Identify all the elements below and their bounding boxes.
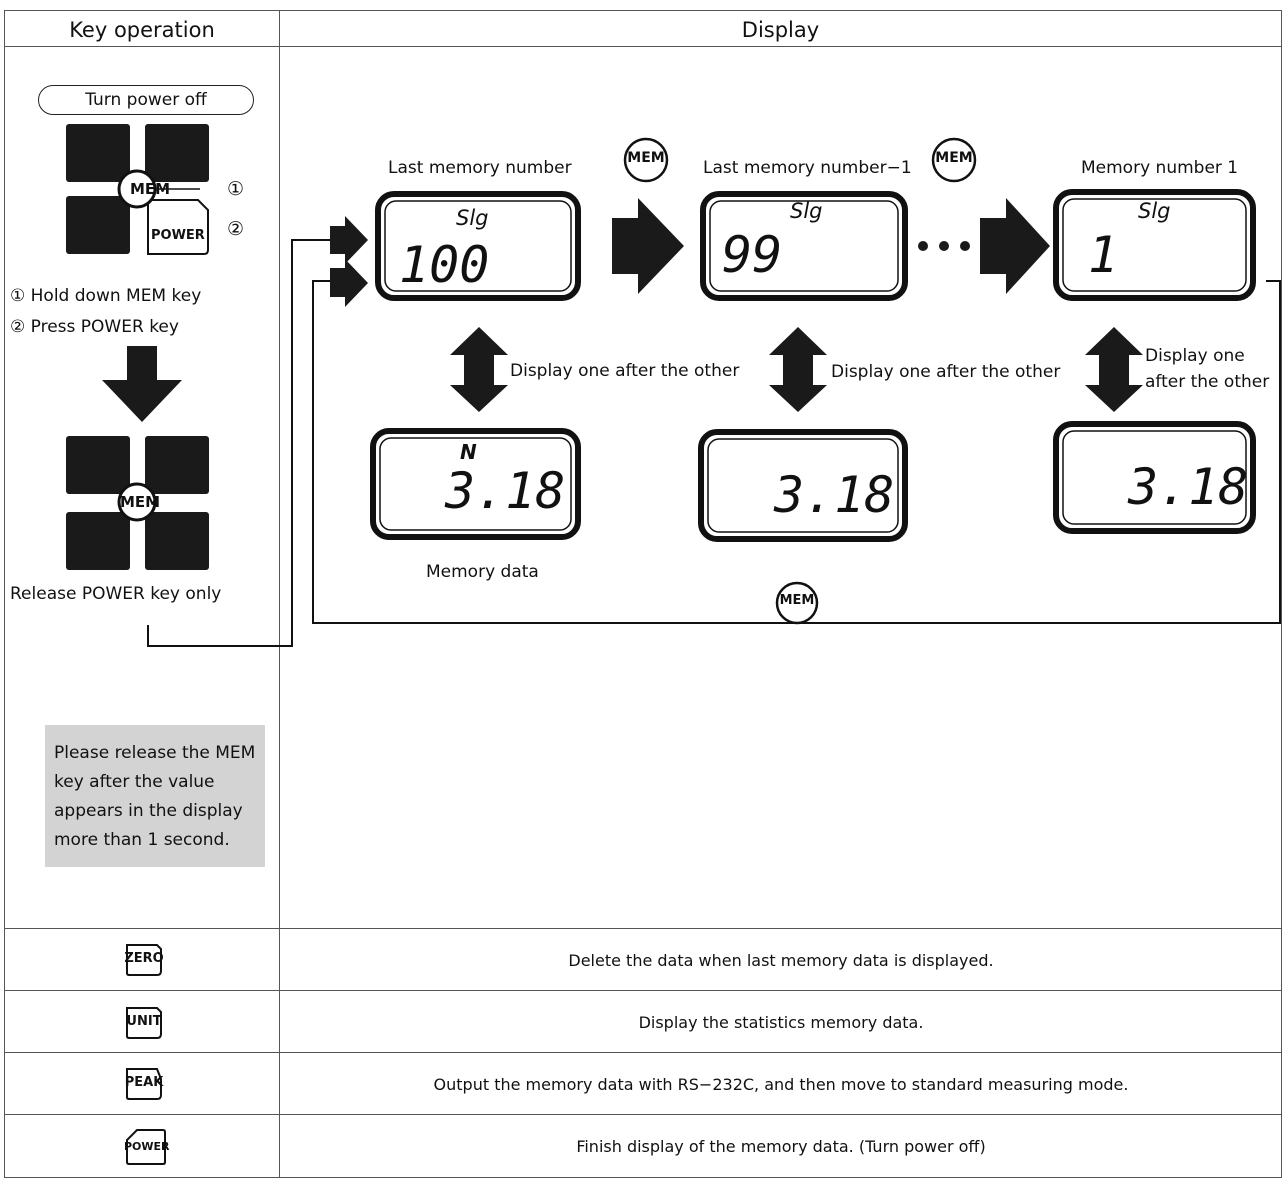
lcd-unit-3: Slg: [1138, 199, 1171, 223]
row-divider-2: [4, 990, 1282, 991]
alternate-label-3-line2: after the other: [1145, 372, 1270, 392]
lcd-unit-1: Slg: [456, 206, 489, 230]
lcd-value-last: 100: [399, 236, 490, 294]
keypad-mem-power: [66, 124, 209, 255]
unit-key-icon[interactable]: [124, 1005, 164, 1041]
alternate-label-3-line1: Display one: [1145, 346, 1245, 366]
mem-key-label: MEM: [130, 180, 171, 198]
step-2-text: ② Press POWER key: [10, 317, 179, 337]
key-top-right: [145, 124, 209, 182]
mem-icon-3: MEM: [779, 593, 815, 608]
lcd-value-last-minus-1: 99: [722, 226, 783, 284]
power-key-icon[interactable]: [124, 1127, 168, 1167]
note-box: Please release the MEM key after the val…: [45, 725, 265, 867]
table-top-border: [4, 10, 1282, 11]
power-key-description: Finish display of the memory data. (Turn…: [576, 1137, 986, 1156]
peak-key-label: PEAK: [124, 1075, 164, 1090]
memory-data-label: Memory data: [426, 562, 539, 582]
header-key-operation: Key operation: [69, 18, 215, 42]
alternate-label-2: Display one after the other: [831, 362, 1061, 382]
label-memory-number-1: Memory number 1: [1081, 158, 1239, 178]
lcd-memory-value-1: 3.18: [445, 462, 566, 520]
mem-icon-1: MEM: [627, 150, 665, 166]
lcd-memory-value-3: 3.18: [1128, 458, 1249, 516]
power-key: [147, 199, 209, 255]
table-right-border: [1281, 10, 1282, 1178]
power-key-label: POWER: [151, 228, 205, 243]
keypad-mem: [66, 436, 209, 570]
lcd-unit-2: Slg: [790, 199, 823, 223]
row-divider-3: [4, 1052, 1282, 1053]
power-key-row-label: POWER: [124, 1140, 170, 1153]
row-divider-1: [4, 928, 1282, 929]
marker-1: ①: [227, 178, 245, 200]
unit-key-label: UNIT: [126, 1014, 162, 1029]
alternate-label-1: Display one after the other: [510, 361, 740, 381]
column-divider: [279, 10, 280, 1178]
table-left-border: [4, 10, 5, 1178]
zero-key-label: ZERO: [124, 951, 164, 966]
header-display: Display: [741, 18, 820, 42]
down-arrow-icon: [102, 346, 182, 422]
key-top-left: [66, 124, 130, 182]
zero-key-icon[interactable]: [124, 942, 164, 978]
release-power-text: Release POWER key only: [10, 584, 222, 604]
label-last-memory-number: Last memory number: [388, 158, 572, 178]
lcd-unit-n: N: [460, 440, 477, 464]
header-divider: [4, 46, 1282, 47]
turn-power-off-label: Turn power off: [38, 85, 254, 115]
label-last-memory-number-minus-1: Last memory number−1: [703, 158, 912, 178]
table-bottom-border: [4, 1177, 1282, 1178]
mem-key-label-2: MEM: [120, 493, 161, 511]
row-divider-4: [4, 1114, 1282, 1115]
lcd-memory-value-2: 3.18: [774, 466, 895, 524]
lcd-value-first: 1: [1088, 226, 1119, 284]
mem-icon-2: MEM: [935, 150, 973, 166]
peak-key-description: Output the memory data with RS−232C, and…: [433, 1075, 1129, 1094]
unit-key-description: Display the statistics memory data.: [638, 1013, 924, 1032]
step-1-text: ① Hold down MEM key: [10, 286, 202, 306]
peak-key-icon[interactable]: [124, 1066, 164, 1104]
marker-2: ②: [227, 218, 245, 240]
key-bottom-left: [66, 196, 130, 254]
zero-key-description: Delete the data when last memory data is…: [568, 951, 994, 970]
